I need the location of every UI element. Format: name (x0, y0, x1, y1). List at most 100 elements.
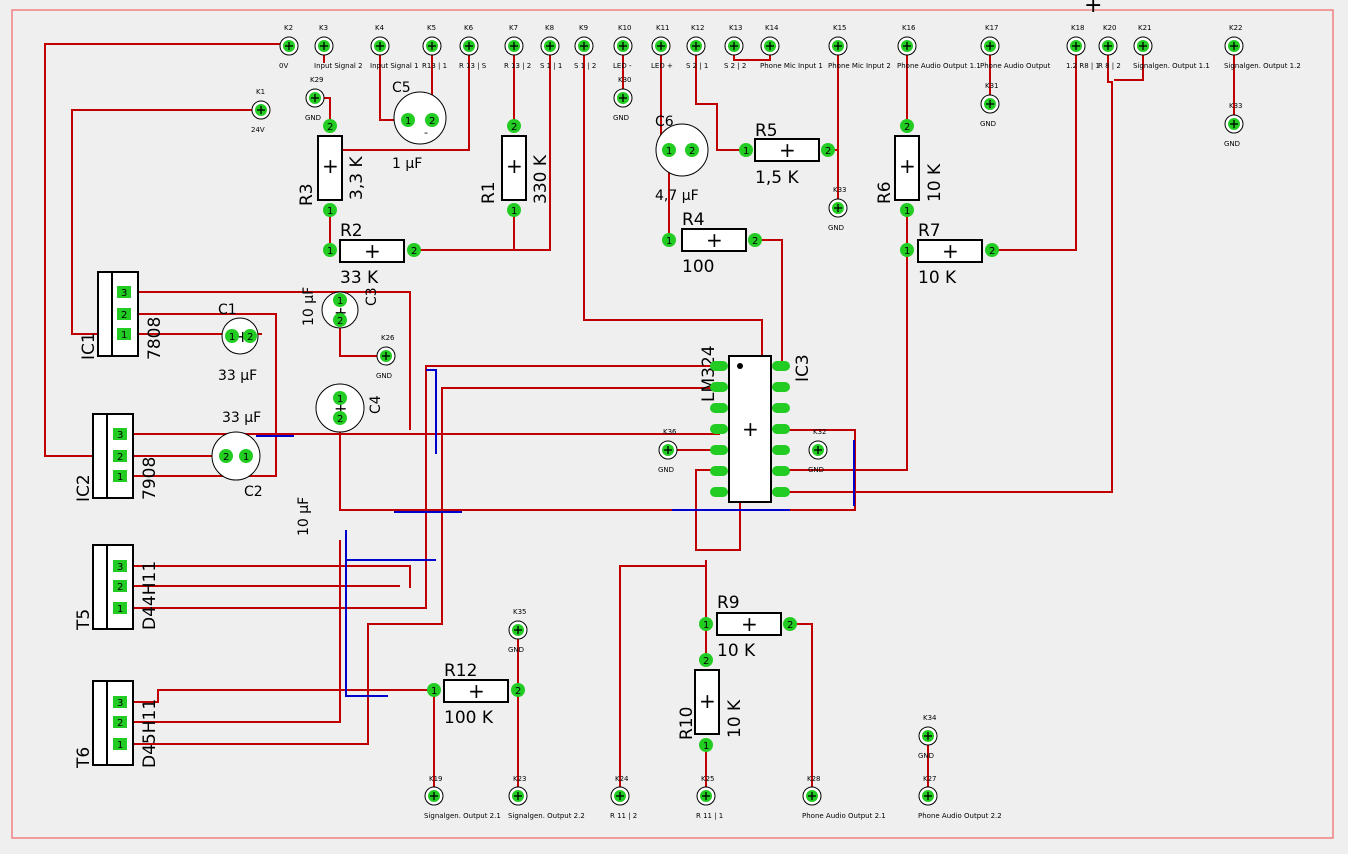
terminal-ref: K28 (807, 775, 821, 783)
terminal-label: R 11 | 2 (610, 812, 637, 820)
terminal-label: GND (658, 466, 674, 474)
component-pad: 1 (662, 143, 676, 157)
terminal-k8[interactable]: K8S 1 | 1 (540, 24, 562, 70)
resistor-r4[interactable]: + R4 100 (681, 210, 747, 277)
resistor-r10[interactable]: + R10 10 K (677, 669, 745, 740)
r10-ref: R10 (677, 707, 697, 740)
t6-ref: T6 (74, 747, 94, 769)
capacitor-c2[interactable]: 33 µF C2 (211, 410, 263, 500)
resistor-r7[interactable]: + R7 10 K (917, 221, 983, 288)
component-pad: 2 (113, 716, 127, 729)
c2-ref: C2 (244, 484, 263, 500)
pin-number: 1 (666, 236, 672, 247)
terminal-ref: K22 (1229, 24, 1243, 32)
component-pad: 1 (427, 683, 441, 697)
capacitor-c5[interactable]: C5 1 µF - (392, 80, 447, 172)
capacitor-c3[interactable]: + C3 10 µF (301, 287, 380, 329)
capacitor-c6[interactable]: C6 4,7 µF (655, 114, 709, 204)
terminal-label: 0V (279, 62, 288, 70)
ic3-opamp[interactable]: + LM324 IC3 (699, 345, 813, 503)
resistor-r3[interactable]: + R3 3,3 K (297, 135, 367, 206)
svg-text:+: + (699, 689, 716, 713)
terminal-label: GND (828, 224, 844, 232)
crosshair-marker: + (1084, 0, 1102, 18)
terminal-k9[interactable]: K9S 1 | 2 (574, 24, 596, 70)
component-pad: 2 (117, 308, 131, 321)
component-pad: 2 (219, 449, 233, 463)
c4-value: 10 µF (296, 497, 312, 536)
pin-number: 1 (904, 246, 910, 257)
pin-number: 1 (243, 452, 249, 463)
terminal-ref: K9 (579, 24, 588, 32)
resistor-r2[interactable]: + R2 33 K (339, 221, 405, 288)
pin-number: 1 (904, 206, 910, 217)
pin-number: 1 (117, 740, 123, 751)
pin-number: 2 (327, 122, 333, 133)
pin-number: 2 (247, 332, 253, 343)
resistor-r9[interactable]: + R9 10 K (716, 593, 782, 661)
capacitor-c4[interactable]: + C4 10 µF (296, 383, 384, 536)
resistor-r6[interactable]: + R6 10 K (875, 135, 945, 204)
terminal-ref: K6 (464, 24, 474, 32)
ic3-pin-left (710, 487, 728, 497)
c1-ref: C1 (218, 302, 237, 318)
component-pad: 2 (985, 243, 999, 257)
terminal-ref: K33 (1229, 102, 1243, 110)
terminal-label: GND (980, 120, 996, 128)
terminal-label: GND (808, 466, 824, 474)
resistor-r12[interactable]: + R12 100 K (443, 661, 509, 728)
component-pad: 1 (239, 449, 253, 463)
component-pad: 1 (323, 203, 337, 217)
ic3-pin-left (710, 445, 728, 455)
component-pad: 1 (113, 470, 127, 483)
resistor-r5[interactable]: + R5 1,5 K (754, 121, 820, 188)
pin-number: 1 (117, 472, 123, 483)
component-pad: 1 (117, 328, 131, 341)
component-pad: 3 (113, 428, 127, 441)
pin-number: 2 (337, 316, 343, 327)
pin-number: 2 (117, 718, 123, 729)
terminal-ref: K26 (381, 334, 395, 342)
terminal-label: LED - (613, 62, 632, 70)
component-pad: 1 (225, 329, 239, 343)
terminal-k6[interactable]: K6R 13 | S (459, 24, 487, 70)
ic3-pin-left (710, 361, 728, 371)
terminal-label: Phone Audio Output 1.1 (897, 62, 981, 70)
resistor-r1[interactable]: + R1 330 K (479, 135, 551, 204)
t6-transistor[interactable]: T6 D45H11 (74, 680, 160, 769)
terminal-k7[interactable]: K7R 13 | 2 (504, 24, 531, 70)
